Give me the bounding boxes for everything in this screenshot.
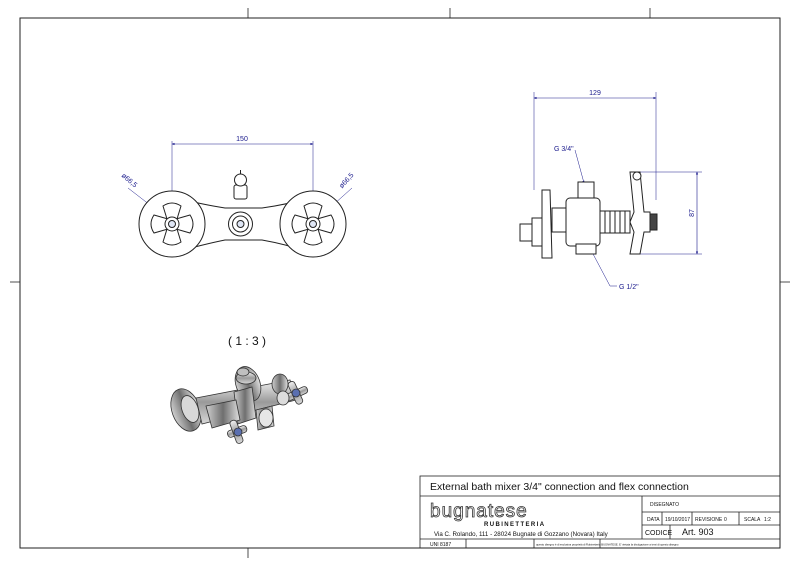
side-dimension-depth: 129 xyxy=(589,90,601,97)
brand-logo: bugnatese xyxy=(430,501,528,522)
brand-subtitle: RUBINETTERIA xyxy=(484,522,545,528)
front-view: 150 ø66,5 ø66,5 xyxy=(120,136,356,258)
iso-scale-label: ( 1 : 3 ) xyxy=(228,334,266,348)
front-handle-left xyxy=(150,202,194,246)
title-block-code-value: Art. 903 xyxy=(682,527,714,537)
front-diameter-left: ø66,5 xyxy=(120,172,138,189)
front-diameter-leader-left xyxy=(127,187,151,206)
side-leader-top xyxy=(574,149,585,184)
sheet-frame xyxy=(10,8,790,558)
side-body xyxy=(519,171,658,259)
iso-handle-left xyxy=(227,419,248,444)
side-label-top-connection: G 3/4" xyxy=(554,146,574,153)
title-block-date-label: DATA xyxy=(647,517,660,523)
title-block-revision-value: 0 xyxy=(724,517,727,523)
front-dimension-width: 150 xyxy=(236,136,248,143)
side-dimension-height: 87 xyxy=(689,209,696,217)
title-block-drawn-label: DISEGNATO xyxy=(650,502,679,508)
title-block-revision-label: REVISIONE xyxy=(695,517,723,523)
side-leader-bottom xyxy=(591,251,617,287)
title-block-code-label: CODICE xyxy=(645,530,673,537)
iso-view: ( 1 : 3 ) xyxy=(170,334,309,444)
title-block-title: External bath mixer 3/4" connection and … xyxy=(430,481,689,493)
front-handle-right xyxy=(291,202,335,246)
iso-mixer-illustration xyxy=(170,366,309,444)
title-block-notice: questo disegno è di esclusiva proprietà … xyxy=(536,543,679,547)
side-label-bottom-connection: G 1/2" xyxy=(619,284,639,291)
title-block-standard: UNI 8187 xyxy=(430,542,451,548)
title-block-scale-value: 1:2 xyxy=(764,517,771,523)
front-center-diverter xyxy=(228,170,253,237)
title-block-date-value: 19/10/2017 xyxy=(665,517,690,523)
title-block-scale-label: SCALA xyxy=(744,517,761,523)
side-view: 129 87 G 3/4" G 1/2" xyxy=(519,90,702,291)
company-address: Via C. Rolando, 111 - 28024 Bugnate di G… xyxy=(434,531,609,538)
front-diameter-right: ø66,5 xyxy=(338,172,355,190)
title-block xyxy=(419,475,781,549)
